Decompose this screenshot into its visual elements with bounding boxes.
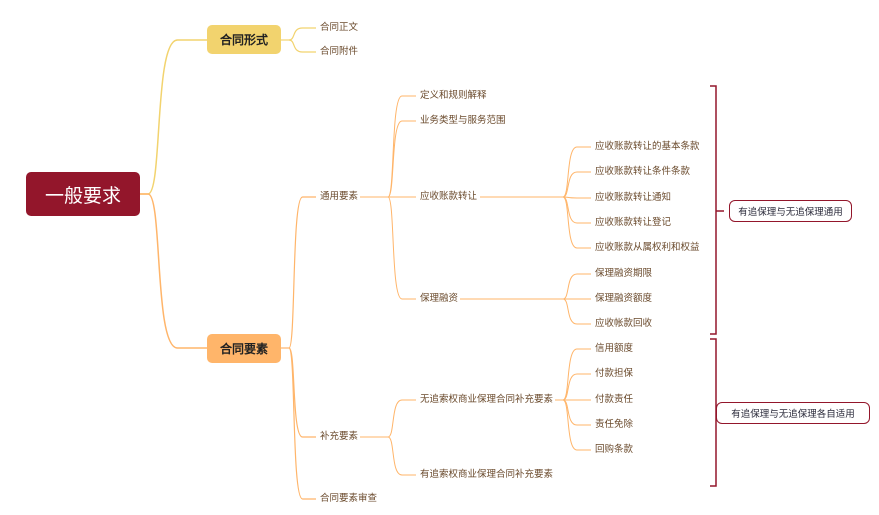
node-nonrecourse-item[interactable]: 信用额度 (595, 343, 634, 354)
node-transfer-item[interactable]: 应收账款转让的基本条款 (595, 141, 700, 152)
node-contract-attachment[interactable]: 合同附件 (320, 46, 359, 57)
note-common[interactable]: 有追保理与无追保理通用 (729, 200, 852, 222)
node-nonrecourse[interactable]: 无追索权商业保理合同补充要素 (420, 394, 554, 405)
node-contract-form[interactable]: 合同形式 (207, 25, 281, 54)
node-definitions[interactable]: 定义和规则解释 (420, 90, 487, 101)
connector-line (562, 399, 591, 451)
connector-line (562, 171, 591, 198)
connector-line (288, 39, 316, 53)
node-general-elements[interactable]: 通用要素 (320, 191, 359, 202)
connector-line (562, 373, 591, 401)
bracket-common (710, 85, 724, 335)
connector-line (562, 273, 591, 300)
connector-line (562, 196, 591, 249)
node-business-scope[interactable]: 业务类型与服务范围 (420, 115, 506, 126)
node-nonrecourse-item[interactable]: 付款责任 (595, 394, 634, 405)
connector-line (387, 436, 416, 476)
node-transfer-item[interactable]: 应收账款转让条件条款 (595, 166, 691, 177)
node-financing-item[interactable]: 保理融资额度 (595, 293, 653, 304)
connector-line (387, 120, 416, 198)
node-financing-item[interactable]: 应收帐款回收 (595, 318, 653, 329)
node-elements-review[interactable]: 合同要素审查 (320, 493, 378, 504)
connector-line (562, 298, 591, 325)
node-nonrecourse-item[interactable]: 回购条款 (595, 444, 634, 455)
connector-line (387, 399, 416, 438)
node-recourse[interactable]: 有追索权商业保理合同补充要素 (420, 469, 554, 480)
connector-line (387, 196, 416, 300)
connector-line (288, 347, 316, 500)
node-transfer-item[interactable]: 应收账款转让通知 (595, 192, 672, 203)
connector-line (562, 196, 591, 199)
node-receivables-transfer[interactable]: 应收账款转让 (420, 191, 478, 202)
node-transfer-item[interactable]: 应收账款从属权利和权益 (595, 242, 700, 253)
connector-line (147, 193, 207, 349)
note-separate[interactable]: 有追保理与无追保理各自适用 (716, 402, 870, 424)
connector-line (288, 27, 316, 41)
node-contract-body[interactable]: 合同正文 (320, 22, 359, 33)
node-factoring-financing[interactable]: 保理融资 (420, 293, 459, 304)
root-node[interactable]: 一般要求 (26, 172, 140, 216)
node-supplement-elements[interactable]: 补充要素 (320, 431, 359, 442)
node-nonrecourse-item[interactable]: 付款担保 (595, 368, 634, 379)
node-financing-item[interactable]: 保理融资期限 (595, 268, 653, 279)
connector-line (288, 196, 316, 349)
node-contract-elements[interactable]: 合同要素 (207, 334, 281, 363)
connector-line (147, 39, 207, 195)
node-transfer-item[interactable]: 应收账款转让登记 (595, 217, 672, 228)
node-nonrecourse-item[interactable]: 责任免除 (595, 419, 634, 430)
